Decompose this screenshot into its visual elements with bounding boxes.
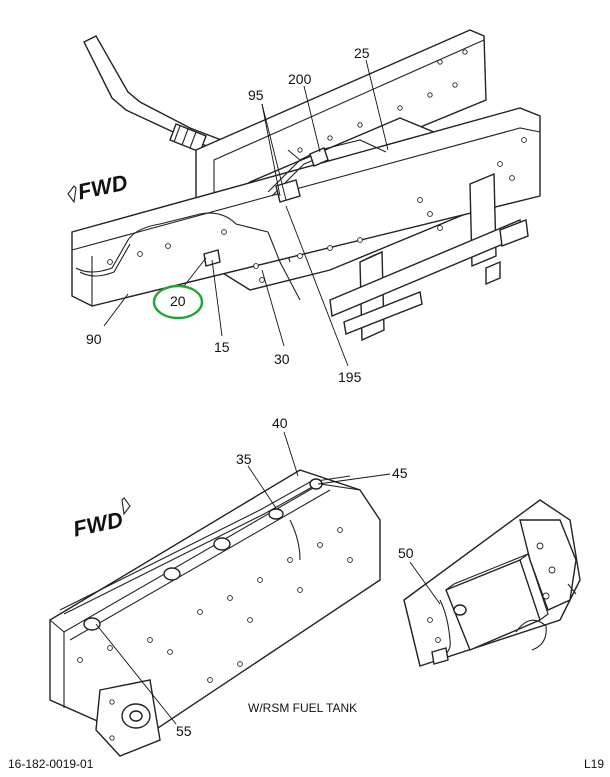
- callout-90: 90: [86, 331, 102, 347]
- callout-200: 200: [288, 71, 312, 87]
- callout-50: 50: [398, 545, 414, 561]
- callout-95: 95: [248, 87, 264, 103]
- line-clips: [59, 475, 351, 631]
- upper-assembly-view: FWD 25 200 95 20 90 15 30 195: [67, 29, 541, 385]
- callout-55: 55: [176, 723, 192, 739]
- lower-bracket: [95, 679, 161, 757]
- fuel-lines: [75, 139, 387, 301]
- frame-rail-front: [71, 107, 541, 307]
- fwd-label: FWD: [75, 170, 129, 205]
- highlight-circle: [152, 284, 204, 320]
- callout-45: 45: [392, 465, 408, 481]
- fwd-arrow-icon-lower: [121, 497, 131, 516]
- lower-leader-lines: [95, 431, 441, 725]
- frame-rail-lower: [49, 469, 381, 741]
- sheet-number: L19: [584, 757, 604, 771]
- callout-35: 35: [236, 451, 252, 467]
- callout-30: 30: [274, 351, 290, 367]
- callout-195: 195: [338, 369, 362, 385]
- callout-25: 25: [354, 45, 370, 61]
- fwd-direction-indicator-lower: FWD: [71, 497, 131, 542]
- upper-leader-lines: [103, 59, 389, 367]
- callout-15: 15: [214, 339, 230, 355]
- rsm-tank-detail: [403, 499, 581, 667]
- fwd-label-lower: FWD: [71, 507, 125, 542]
- drawing-number: 16-182-0019-01: [8, 757, 94, 771]
- fwd-direction-indicator: FWD: [67, 170, 130, 205]
- detail-caption: W/RSM FUEL TANK: [248, 701, 357, 715]
- callout-40: 40: [272, 415, 288, 431]
- fwd-arrow-icon: [67, 185, 77, 204]
- callout-20: 20: [170, 293, 186, 309]
- lower-assembly-view: FWD: [49, 415, 581, 757]
- step-brackets: [329, 172, 529, 342]
